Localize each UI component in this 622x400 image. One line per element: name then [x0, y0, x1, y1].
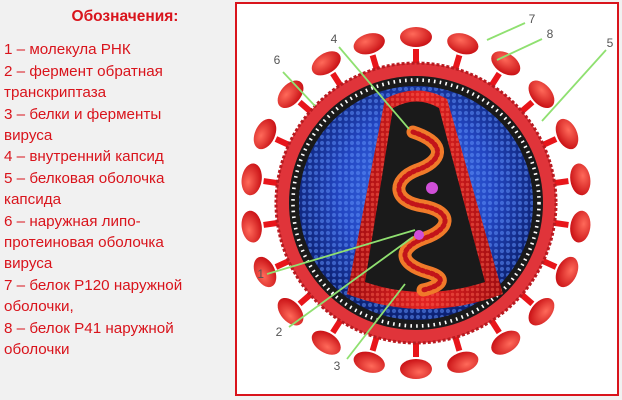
spike-knob: [491, 51, 521, 76]
legend-item-7: 7 – белок Р120 наружной: [4, 276, 183, 294]
label-2: 2: [276, 325, 283, 339]
spike-knob: [400, 359, 432, 379]
legend-item-1: 1 – молекула РНК: [4, 41, 131, 59]
label-4: 4: [331, 32, 338, 46]
pointer-line-3: [346, 283, 406, 360]
spike-knob: [555, 118, 579, 150]
spike-knob: [253, 256, 277, 288]
envelope-lipid-texture: [274, 61, 558, 345]
legend-item-5: 5 – белковая оболочка: [4, 169, 165, 187]
pointer-line-6: [282, 71, 316, 107]
legend-item-3-cont: вируса: [4, 127, 53, 145]
legend-item-3: 3 – белки и ферменты: [4, 105, 162, 123]
legend-item-2-cont: транскриптаза: [4, 84, 107, 102]
pointer-line-7: [486, 22, 526, 41]
label-3: 3: [334, 359, 341, 373]
reverse-transcriptase-dot: [414, 230, 424, 240]
spike-knob: [491, 330, 521, 355]
pointer-lines: [266, 22, 607, 360]
label-5: 5: [607, 36, 614, 50]
spike-knob: [570, 210, 591, 243]
spike-knob: [253, 118, 277, 150]
spike-knob: [353, 351, 385, 373]
legend-panel: Обозначения: 1 – молекула РНК 2 – фермен…: [4, 6, 232, 361]
spike-knob: [353, 33, 385, 55]
pointer-line-1: [266, 229, 416, 275]
legend-item-6-cont2: вируса: [4, 255, 53, 273]
pointer-line-5: [541, 49, 607, 122]
pointer-line-4: [338, 46, 410, 130]
rna-strand-texture: [396, 129, 448, 293]
spike-knob: [570, 163, 591, 196]
label-1: 1: [257, 267, 264, 281]
label-6: 6: [274, 53, 281, 67]
spike-knob: [311, 51, 341, 76]
spike-knob: [277, 297, 304, 326]
pointer-line-2: [288, 236, 414, 328]
legend-item-5-cont: капсида: [4, 191, 62, 209]
legend-title: Обозначения:: [71, 8, 179, 25]
legend-item-6-cont: протеиновая оболочка: [4, 234, 164, 252]
legend-item-2: 2 – фермент обратная: [4, 62, 163, 80]
spike-knob: [241, 163, 262, 196]
legend-item-4: 4 – внутренний капсид: [4, 148, 164, 166]
pointer-line-8: [496, 38, 543, 61]
spike-knob: [528, 297, 555, 326]
protein-enzyme-dot-upper: [426, 182, 438, 194]
spike-knob: [555, 256, 579, 288]
spike-knob: [447, 33, 479, 55]
legend-item-8-cont: оболочки: [4, 341, 70, 359]
hiv-virion-diagram: 1 2 3 4 5 6 7 8: [241, 12, 614, 379]
label-8: 8: [547, 27, 554, 41]
spike-knob: [400, 27, 432, 47]
capsid-bead-ring: [291, 78, 541, 328]
legend-item-8: 8 – белок Р41 наружной: [4, 319, 174, 337]
spike-knob: [241, 210, 262, 243]
spike-knob: [311, 330, 341, 355]
spike-knob: [528, 80, 555, 109]
label-7: 7: [529, 12, 536, 26]
legend-item-7-cont: оболочки,: [4, 298, 74, 316]
legend-item-6: 6 – наружная липо-: [4, 212, 141, 230]
inner-capsid-cavity: [365, 101, 485, 292]
spike-knob: [447, 351, 479, 373]
